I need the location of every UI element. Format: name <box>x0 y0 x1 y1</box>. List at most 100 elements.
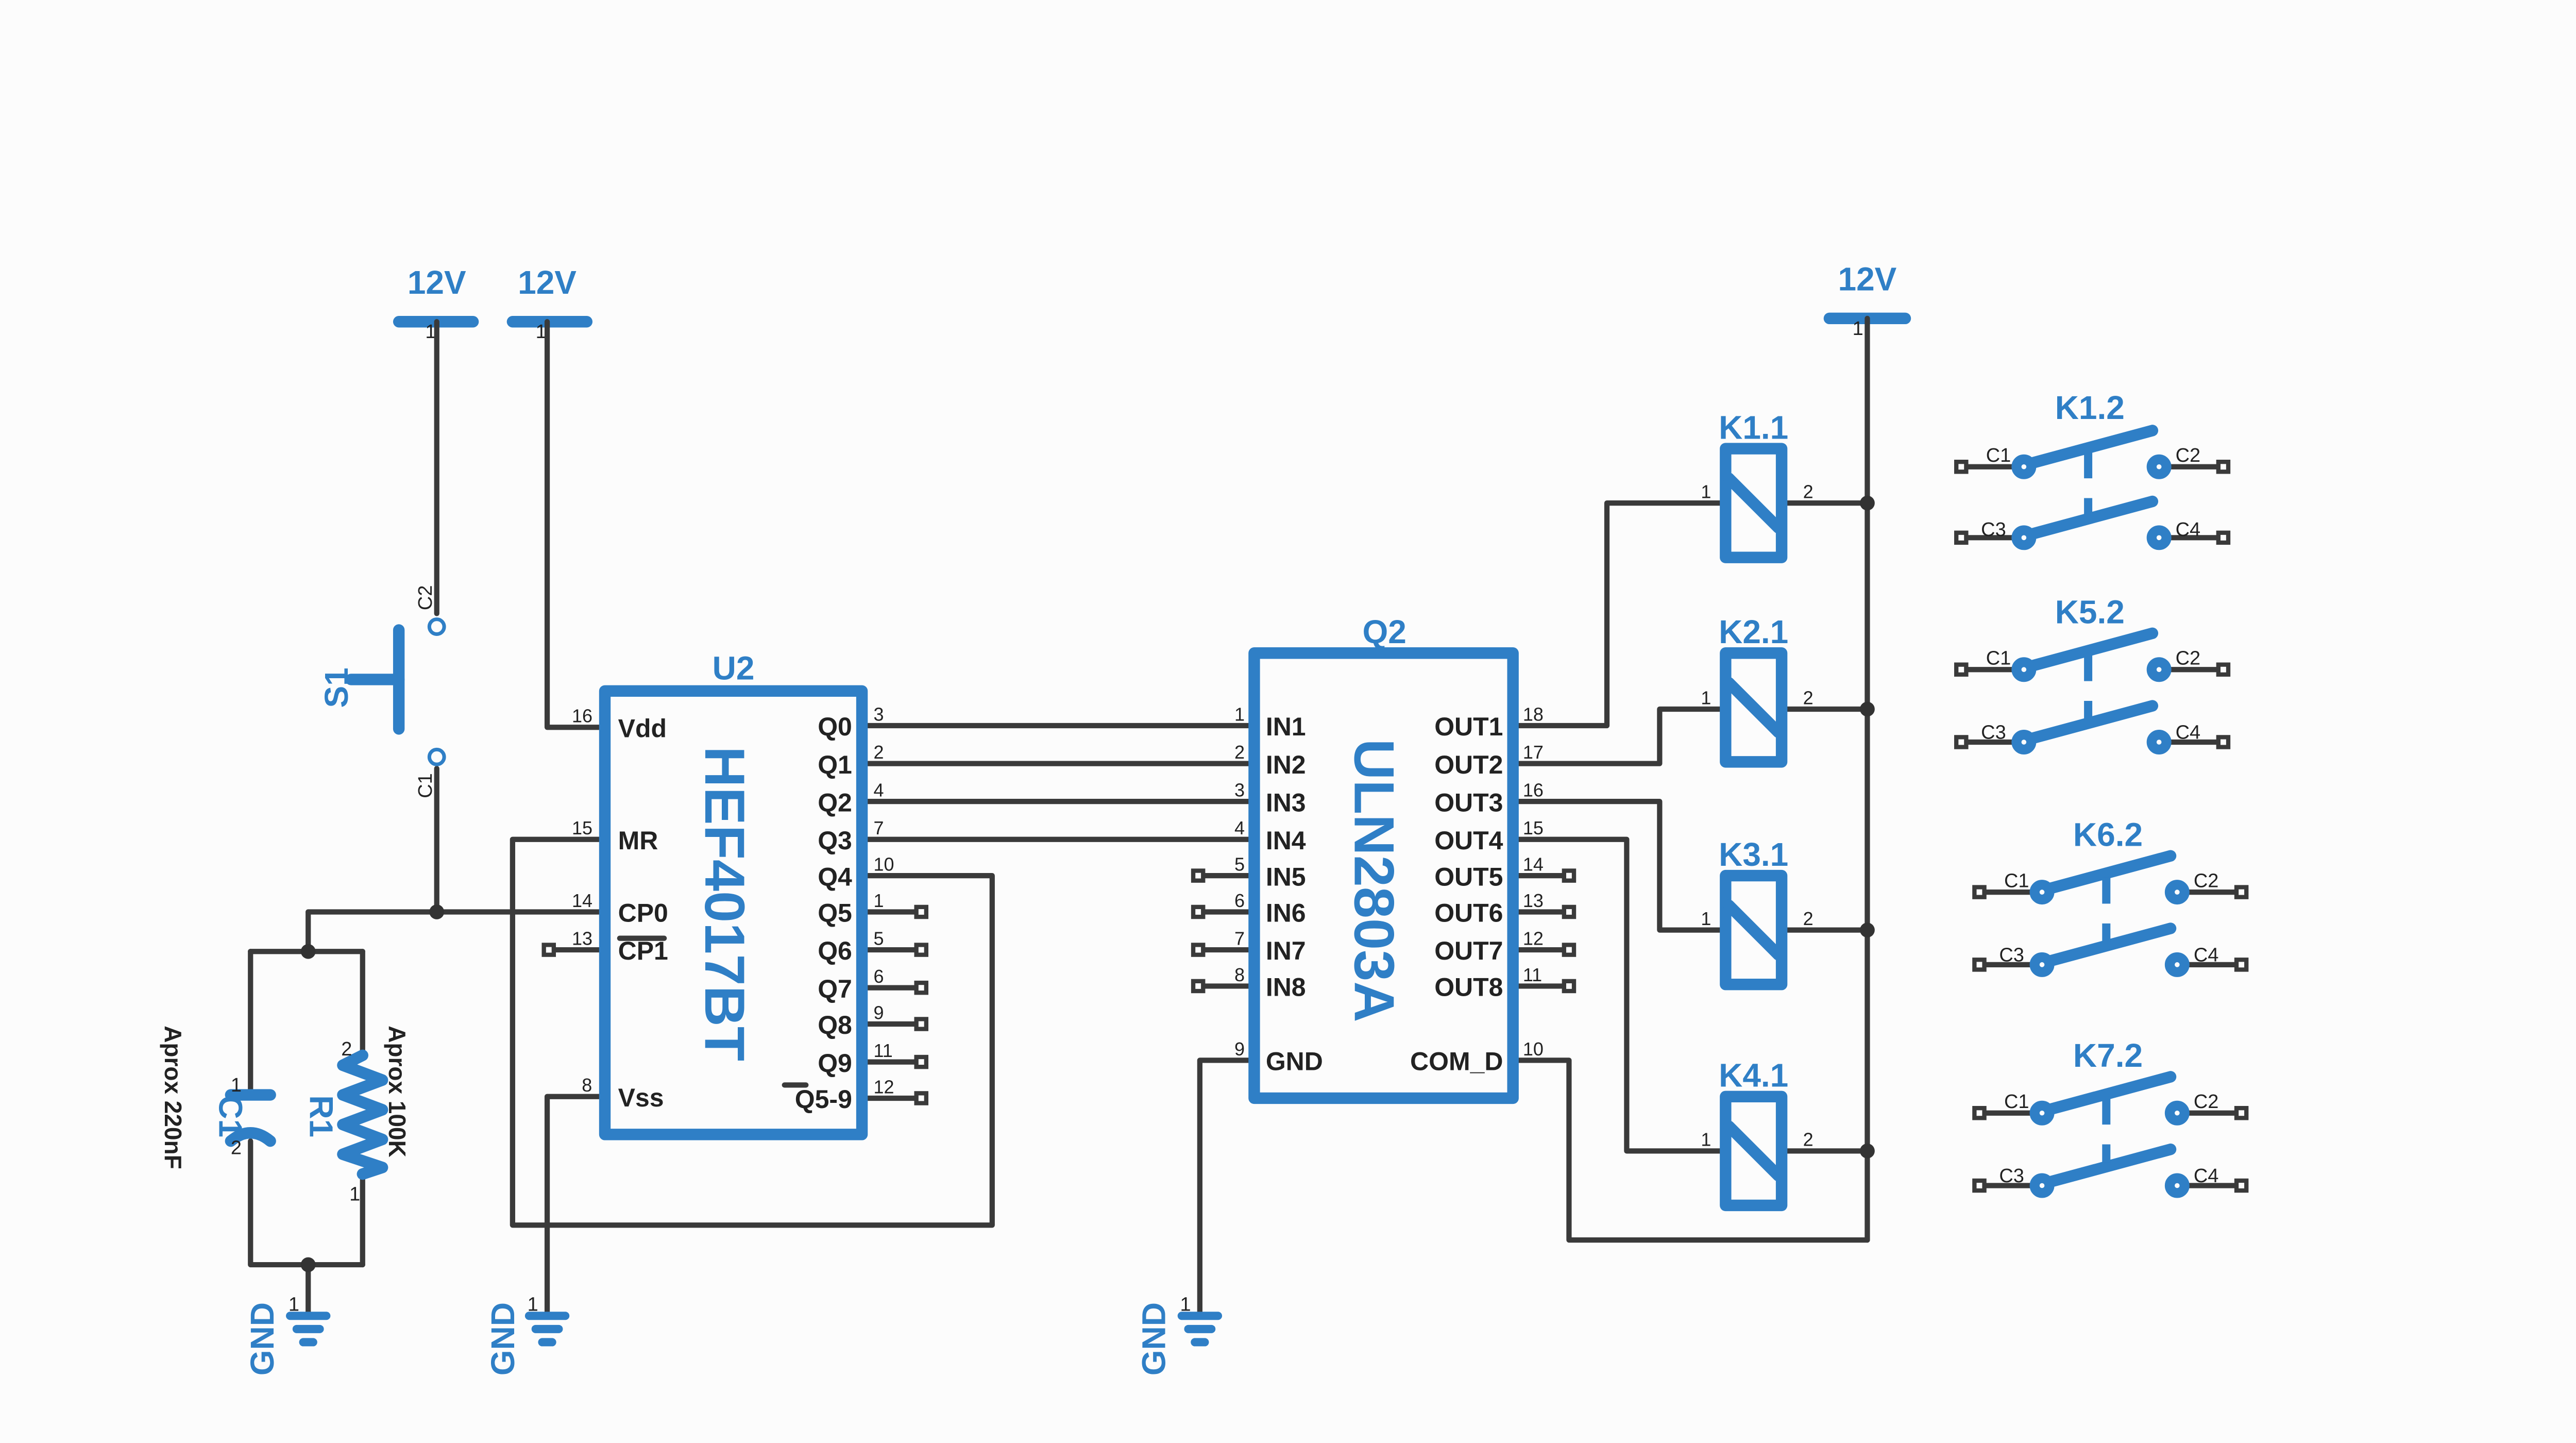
pin-number: 1 <box>231 1075 242 1096</box>
pin-number: 12 <box>873 1076 894 1097</box>
pin-number: 9 <box>1234 1038 1245 1060</box>
contact-pin: C3 <box>1999 1165 2024 1187</box>
pin-number: 14 <box>572 890 592 911</box>
pin-label: MR <box>618 826 658 855</box>
pin-number: 3 <box>873 703 884 725</box>
pin-label: Vss <box>618 1083 664 1112</box>
q2-right-pins: OUT1 18 OUT2 17 OUT3 16 OUT4 15 OUT5 14 … <box>1410 703 1544 1076</box>
pin-number: 6 <box>1234 890 1245 911</box>
relay-coil-k3-1: K3.1 1 2 <box>1701 836 1814 991</box>
pin-number: 1 <box>536 321 547 343</box>
pin-label: IN3 <box>1266 788 1306 817</box>
pin-label: OUT8 <box>1434 973 1503 1002</box>
pin-label: Q5 <box>818 899 852 928</box>
c1-value: Aprox 220nF <box>160 1026 187 1169</box>
pin-number: 10 <box>1523 1038 1544 1060</box>
pin-label: Q9 <box>818 1049 852 1078</box>
u2-left-pins: Vdd 16 MR 15 CP0 14 CP1 13 Vss 8 <box>572 706 668 1112</box>
coil-ref: K2.1 <box>1719 613 1788 650</box>
pin-number: 2 <box>341 1038 352 1060</box>
pin-number: 2 <box>1234 742 1245 763</box>
relay-coil-k1-1: K1.1 1 2 <box>1701 409 1814 563</box>
gnd-u2: GND 1 <box>484 1294 570 1375</box>
r1-value: Aprox 100K <box>384 1026 411 1157</box>
pin-number: 15 <box>572 817 592 838</box>
contact-pin: C1 <box>1986 445 2011 466</box>
pin-number: 2 <box>1803 481 1814 502</box>
pin-number: 6 <box>873 966 884 987</box>
pin-number: 1 <box>1701 1129 1711 1150</box>
gnd-label: GND <box>484 1302 521 1375</box>
pin-number: 4 <box>873 780 884 801</box>
pin-number: 2 <box>1803 687 1814 708</box>
relay-contact-k1-2: K1.2 C1 C2 C3 C4 <box>1954 389 2231 550</box>
c1-ref: C1 <box>212 1095 249 1137</box>
coil-ref: K1.1 <box>1719 409 1788 446</box>
pin-label: OUT7 <box>1434 936 1503 965</box>
pin-number: 18 <box>1523 703 1544 725</box>
q2-part: ULN2803A <box>1343 739 1406 1022</box>
pin-number: 11 <box>1523 964 1542 985</box>
pin-label: OUT5 <box>1434 862 1503 891</box>
relay-contact-k5-2: K5.2 C1 C2 C3 C4 <box>1954 594 2231 754</box>
pin-label: CP1 <box>618 936 668 965</box>
contact-ref: K7.2 <box>2073 1037 2143 1074</box>
pin-label: Q8 <box>818 1011 852 1039</box>
pin-label: OUT6 <box>1434 899 1503 928</box>
pin-number: 2 <box>1803 908 1814 929</box>
s1-pin-bottom: C1 <box>415 773 436 798</box>
pin-label: Q6 <box>818 936 852 965</box>
pin-label: Vdd <box>618 714 667 743</box>
pin-label: IN2 <box>1266 750 1306 779</box>
q2-ref: Q2 <box>1362 613 1406 650</box>
contact-pin: C4 <box>2176 722 2201 744</box>
pin-number: 12 <box>1523 928 1544 949</box>
pin-number: 1 <box>1853 318 1863 340</box>
s1-pin-top: C2 <box>415 585 436 611</box>
pin-number: 5 <box>873 928 884 949</box>
contact-pin: C2 <box>2176 445 2201 466</box>
ic-u2: U2 HEF4017BT Vdd 16 MR 15 CP0 14 CP1 13 … <box>572 649 894 1140</box>
contact-ref: K1.2 <box>2055 389 2125 426</box>
u2-part: HEF4017BT <box>693 746 756 1061</box>
supply-label: 12V <box>408 264 466 301</box>
switch-s1: S1 C2 C1 <box>318 585 446 798</box>
pin-number: 4 <box>1234 817 1245 838</box>
contact-ref: K5.2 <box>2055 594 2125 631</box>
pin-number: 13 <box>1523 890 1544 911</box>
pin-label: IN6 <box>1266 899 1306 928</box>
coil-ref: K3.1 <box>1719 836 1788 873</box>
supply-label: 12V <box>518 264 577 301</box>
pin-label: Q2 <box>818 788 852 817</box>
pin-number: 1 <box>873 890 884 911</box>
contact-pin: C1 <box>2004 870 2029 892</box>
pin-label: Q1 <box>818 750 852 779</box>
pin-label: OUT2 <box>1434 750 1503 779</box>
pin-number: 7 <box>1234 928 1245 949</box>
pin-label: Q3 <box>818 826 852 855</box>
pin-label: Q7 <box>818 975 852 1003</box>
pin-number: 1 <box>1234 703 1245 725</box>
ic-q2: Q2 ULN2803A IN1 1 IN2 2 IN3 3 IN4 4 IN5 … <box>1234 613 1544 1104</box>
contact-pin: C4 <box>2176 519 2201 541</box>
wires <box>248 315 1870 1319</box>
relay-coil-k2-1: K2.1 1 2 <box>1701 613 1814 768</box>
pin-number: 7 <box>873 817 884 838</box>
pin-label: Q0 <box>818 712 852 741</box>
pin-number: 1 <box>1701 687 1711 708</box>
gnd-q2: GND 1 <box>1136 1294 1223 1375</box>
pin-label: IN1 <box>1266 712 1306 741</box>
pin-label: OUT1 <box>1434 712 1503 741</box>
pin-number: 9 <box>873 1002 884 1023</box>
pin-number: 16 <box>572 706 592 727</box>
pin-label: Q5-9 <box>795 1085 852 1114</box>
pin-number: 5 <box>1234 854 1245 875</box>
contact-pin: C4 <box>2194 1165 2219 1187</box>
pin-number: 1 <box>425 321 436 343</box>
pin-label: Q4 <box>818 862 852 891</box>
pin-label: GND <box>1266 1047 1323 1076</box>
pin-number: 14 <box>1523 854 1544 875</box>
contact-pin: C1 <box>1986 648 2011 669</box>
relay-contact-k6-2: K6.2 C1 C2 C3 C4 <box>1972 816 2249 977</box>
